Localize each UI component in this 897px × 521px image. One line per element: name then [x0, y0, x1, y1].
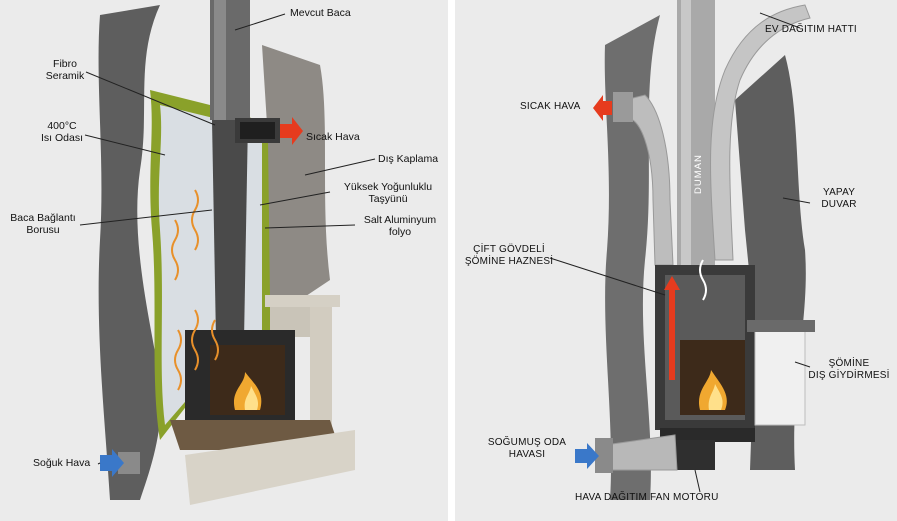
right-leader-lines — [549, 12, 811, 493]
label-fiber-ceramic-line2: Seramik — [45, 70, 85, 82]
chamber-base — [660, 428, 755, 442]
hot-air-arrow — [280, 117, 303, 145]
outer-cladding — [262, 45, 330, 300]
label-cold-air: Soğuk Hava — [33, 457, 91, 469]
label-aluminum-line2: folyo — [388, 226, 412, 238]
flue-pipe — [212, 120, 248, 340]
cooled-air-arrow — [575, 443, 599, 469]
internal-hot-arrow — [664, 276, 680, 380]
left-illustration — [79, 0, 376, 505]
label-hot-air: Sıcak Hava — [306, 131, 360, 143]
label-hot-air-right: SICAK HAVA — [520, 101, 581, 112]
right-illustration — [549, 0, 815, 500]
label-aluminum-line1: Salt Aluminyum — [363, 214, 437, 226]
label-flue-pipe-line1: Baca Bağlantı — [10, 212, 76, 224]
label-outer-cladding: Dış Kaplama — [378, 153, 439, 165]
label-heat-chamber-line1: 400°C — [47, 120, 77, 132]
label-heat-chamber-line2: Isı Odası — [40, 132, 83, 144]
label-high-density: Yüksek Yoğunluklu Taşyünü — [332, 181, 444, 205]
label-double-body-line1: ÇİFT GÖVDELİ — [473, 244, 545, 255]
left-leader-lines — [79, 13, 376, 465]
label-fiber-ceramic: Fibro Seramik — [44, 58, 86, 82]
right-panel-fan-diagram: EV DAĞITIM HATTI SICAK HAVA DUMAN YAPAY … — [455, 0, 897, 521]
left-wall-shape — [98, 5, 161, 500]
label-fan-motor: HAVA DAĞITIM FAN MOTORU — [575, 492, 719, 503]
label-fiber-ceramic-line1: Fibro — [53, 58, 77, 70]
cold-air-arrow — [100, 449, 124, 477]
fan-motor — [675, 440, 715, 470]
label-outer-dress-line2: DIŞ GİYDİRMESİ — [808, 370, 890, 381]
label-flue-pipe: Baca Bağlantı Borusu — [5, 212, 81, 236]
label-flue-pipe-line2: Borusu — [26, 224, 60, 236]
label-cooled-air-line1: SOĞUMUŞ ODA — [487, 437, 567, 448]
label-artificial-wall-line1: YAPAY — [822, 187, 856, 198]
hot-air-arrow-right — [593, 95, 612, 121]
cold-air-vent — [118, 452, 140, 474]
label-double-body: ÇİFT GÖVDELİ ŞÖMİNE HAZNESİ — [460, 244, 558, 268]
label-distribution-line: EV DAĞITIM HATTI — [765, 24, 857, 35]
right-left-wall — [604, 15, 660, 500]
internal-smoke-wave — [699, 259, 707, 301]
label-outer-dress: ŞÖMİNE DIŞ GİYDİRMESİ — [803, 358, 895, 382]
label-aluminum-foil: Salt Aluminyum folyo — [354, 214, 446, 238]
label-artificial-wall-line2: DUVAR — [821, 199, 857, 210]
label-smoke: DUMAN — [693, 154, 704, 194]
outer-dressing — [754, 329, 806, 426]
hearth-step — [185, 430, 355, 505]
left-panel-insulation-diagram: Mevcut Baca Fibro Seramik 400°C Isı Odas… — [0, 0, 448, 521]
distribution-duct — [710, 4, 811, 261]
label-chimney: Mevcut Baca — [290, 7, 351, 19]
rising-heat-arrows — [171, 189, 219, 391]
label-artificial-wall: YAPAY DUVAR — [809, 187, 869, 211]
label-high-density-line1: Yüksek Yoğunluklu — [343, 181, 433, 193]
label-heat-chamber: 400°C Isı Odası — [37, 120, 87, 144]
label-cooled-air-line2: HAVASI — [508, 449, 546, 460]
mantel-shelf — [265, 295, 340, 307]
label-double-body-line2: ŞÖMİNE HAZNESİ — [464, 256, 554, 267]
label-high-density-line2: Taşyünü — [368, 193, 408, 205]
label-outer-dress-line1: ŞÖMİNE — [828, 358, 870, 369]
label-cooled-air: SOĞUMUŞ ODA HAVASI — [477, 437, 577, 461]
panel-divider — [448, 0, 455, 521]
